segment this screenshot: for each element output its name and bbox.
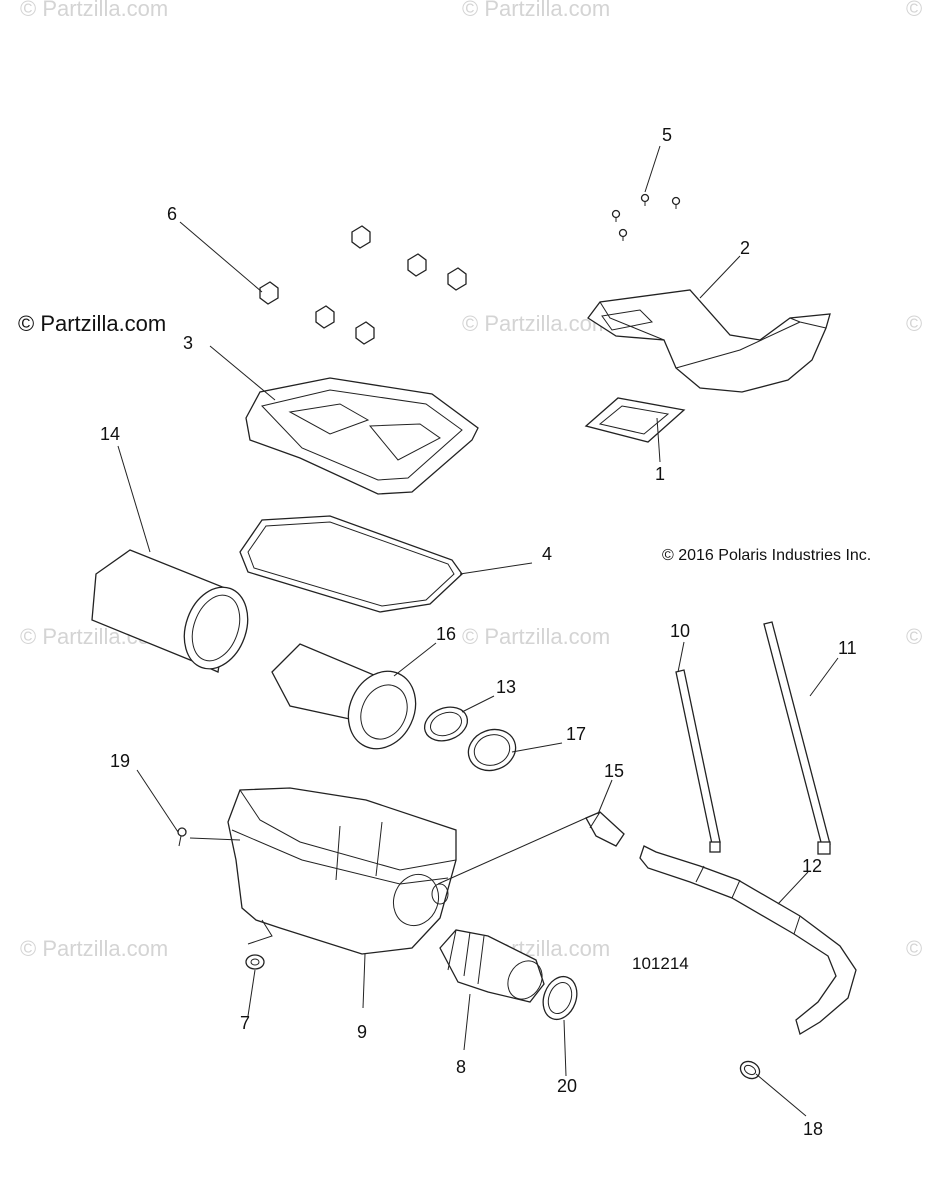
callout-5: 5 <box>662 125 672 145</box>
watermark-row3-right: © <box>906 624 923 649</box>
callout-19: 19 <box>110 751 130 771</box>
watermark-row4-right: © <box>906 936 923 961</box>
watermark-row2-right: © <box>906 311 923 336</box>
callout-13: 13 <box>496 677 516 697</box>
watermark-row4-left: © Partzilla.com <box>20 936 169 961</box>
callout-14: 14 <box>100 424 120 444</box>
callout-12: 12 <box>802 856 822 876</box>
watermark-row2-center: © Partzilla.com <box>462 311 611 336</box>
diagram-id: 101214 <box>632 954 689 973</box>
watermark-top-left: © Partzilla.com <box>20 0 169 21</box>
callout-2: 2 <box>740 238 750 258</box>
callout-1: 1 <box>655 464 665 484</box>
callout-8: 8 <box>456 1057 466 1077</box>
callout-11: 11 <box>838 638 857 658</box>
part-4-gasket-seal[interactable] <box>239 515 463 613</box>
part-10-cable-tie[interactable] <box>675 669 721 853</box>
part-13-ring[interactable] <box>420 701 472 746</box>
watermark-top-center: © Partzilla.com <box>462 0 611 21</box>
part-12-drain-hose[interactable] <box>639 845 857 1035</box>
part-6-clips[interactable] <box>259 225 467 345</box>
part-17-clamp[interactable] <box>463 723 522 777</box>
callout-6: 6 <box>167 204 177 224</box>
part-2-intake-duct[interactable] <box>587 289 831 393</box>
part-14-prefilter-sleeve[interactable] <box>91 549 259 678</box>
callout-20: 20 <box>557 1076 577 1096</box>
part-8-outlet-boot[interactable] <box>439 929 549 1005</box>
part-3-airbox-cover[interactable] <box>245 377 479 495</box>
watermark-main: © Partzilla.com <box>18 311 167 336</box>
callout-10: 10 <box>670 621 690 641</box>
part-7-grommet[interactable] <box>245 954 265 970</box>
part-9-airbox-housing[interactable] <box>227 787 457 955</box>
part-1-gasket-plate[interactable] <box>584 397 686 443</box>
callout-4: 4 <box>542 544 552 564</box>
callout-18: 18 <box>803 1119 823 1139</box>
part-19-screw[interactable] <box>177 827 187 847</box>
part-16-filter-element[interactable] <box>271 643 428 760</box>
watermark-row3-center: © Partzilla.com <box>462 624 611 649</box>
callout-9: 9 <box>357 1022 367 1042</box>
part-20-clamp[interactable] <box>537 972 582 1024</box>
part-18-clamp[interactable] <box>737 1058 762 1082</box>
callout-17: 17 <box>566 724 586 744</box>
part-11-cable-tie[interactable] <box>763 621 831 855</box>
copyright-notice: © 2016 Polaris Industries Inc. <box>662 547 872 564</box>
part-5-screws[interactable] <box>611 193 681 242</box>
callout-labels: 1 2 3 4 5 6 7 8 9 10 11 12 13 14 15 16 1… <box>100 125 857 1139</box>
callout-3: 3 <box>183 333 193 353</box>
leader-lines <box>117 145 839 1117</box>
part-15-fitting[interactable] <box>585 811 625 847</box>
watermark-top-right: © <box>906 0 923 21</box>
callout-16: 16 <box>436 624 456 644</box>
callout-7: 7 <box>240 1013 250 1033</box>
callout-15: 15 <box>604 761 624 781</box>
